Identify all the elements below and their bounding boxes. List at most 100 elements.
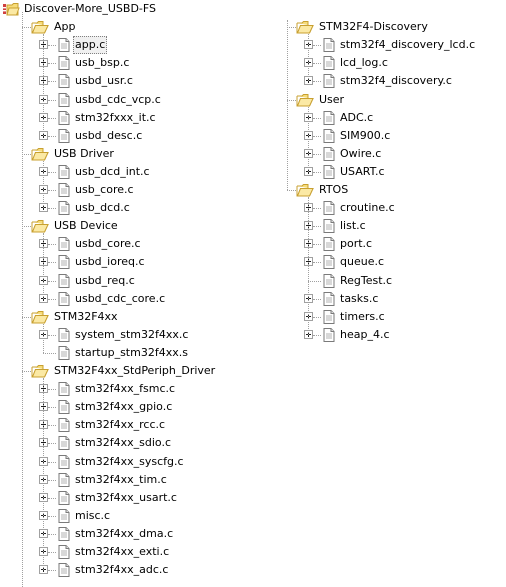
- file-name: heap_4.c: [340, 328, 390, 341]
- file-name: stm32f4xx_syscfg.c: [75, 455, 184, 468]
- tree-line: [43, 324, 44, 353]
- file-item[interactable]: app.c: [0, 36, 230, 54]
- tree-line: [48, 281, 56, 282]
- document-icon: [56, 128, 72, 144]
- file-name: stm32f4_discovery.c: [340, 74, 452, 87]
- group-user[interactable]: User: [265, 91, 495, 109]
- group-stm32f4-discovery[interactable]: STM32F4-Discovery: [265, 18, 495, 36]
- file-item[interactable]: lcd_log.c: [265, 54, 495, 72]
- tree-line: [48, 100, 56, 101]
- file-item[interactable]: usbd_core.c: [0, 235, 230, 253]
- document-icon: [56, 110, 72, 126]
- file-item[interactable]: startup_stm32f4xx.s: [0, 344, 230, 362]
- file-item[interactable]: usbd_cdc_core.c: [0, 290, 230, 308]
- file-item[interactable]: stm32f4xx_dma.c: [0, 525, 230, 543]
- file-item[interactable]: ADC.c: [265, 109, 495, 127]
- file-item[interactable]: stm32f4xx_tim.c: [0, 471, 230, 489]
- tree-line: [48, 208, 56, 209]
- file-item[interactable]: system_stm32f4xx.c: [0, 326, 230, 344]
- file-item[interactable]: croutine.c: [265, 199, 495, 217]
- group-label: STM32F4xx_StdPeriph_Driver: [54, 364, 216, 377]
- tree-line: [43, 161, 44, 208]
- tree-line: [48, 335, 56, 336]
- file-item[interactable]: stm32f4xx_usart.c: [0, 489, 230, 507]
- file-item[interactable]: USART.c: [265, 163, 495, 181]
- document-icon: [321, 146, 337, 162]
- open-folder-icon: [31, 309, 49, 325]
- file-name: usbd_desc.c: [75, 129, 143, 142]
- document-icon: [56, 182, 72, 198]
- file-name: lcd_log.c: [340, 56, 388, 69]
- file-item[interactable]: stm32f4xx_exti.c: [0, 543, 230, 561]
- tree-line: [48, 190, 56, 191]
- document-icon: [56, 526, 72, 542]
- file-item[interactable]: queue.c: [265, 253, 495, 271]
- tree-line: [48, 63, 56, 64]
- tree-line: [48, 136, 56, 137]
- group-rtos[interactable]: RTOS: [265, 181, 495, 199]
- document-icon: [56, 345, 72, 361]
- file-item[interactable]: port.c: [265, 235, 495, 253]
- file-item[interactable]: usb_dcd_int.c: [0, 163, 230, 181]
- file-item[interactable]: usb_bsp.c: [0, 54, 230, 72]
- group-label: User: [319, 93, 345, 106]
- open-folder-icon: [296, 92, 314, 108]
- file-item[interactable]: Owire.c: [265, 145, 495, 163]
- file-item[interactable]: heap_4.c: [265, 326, 495, 344]
- file-item[interactable]: stm32f4_discovery.c: [265, 72, 495, 90]
- tree-line: [308, 281, 321, 282]
- file-item[interactable]: RegTest.c: [265, 272, 495, 290]
- file-item[interactable]: usbd_req.c: [0, 272, 230, 290]
- file-item[interactable]: stm32fxxx_it.c: [0, 109, 230, 127]
- document-icon: [56, 164, 72, 180]
- tree-line: [308, 34, 309, 81]
- file-item[interactable]: usb_core.c: [0, 181, 230, 199]
- document-icon: [321, 236, 337, 252]
- file-name: croutine.c: [340, 201, 395, 214]
- tree-line: [313, 118, 321, 119]
- group-label: App: [54, 20, 76, 33]
- file-item[interactable]: stm32f4xx_fsmc.c: [0, 380, 230, 398]
- file-item[interactable]: usbd_cdc_vcp.c: [0, 91, 230, 109]
- file-item[interactable]: usbd_desc.c: [0, 127, 230, 145]
- file-item[interactable]: tasks.c: [265, 290, 495, 308]
- group-stm32f4xx-stdperiph-driver[interactable]: STM32F4xx_StdPeriph_Driver: [0, 362, 230, 380]
- file-name: tasks.c: [340, 292, 379, 305]
- document-icon: [56, 381, 72, 397]
- file-item[interactable]: stm32f4xx_adc.c: [0, 561, 230, 579]
- tree-line: [287, 20, 288, 190]
- file-item[interactable]: stm32f4xx_sdio.c: [0, 434, 230, 452]
- tree-line: [48, 516, 56, 517]
- file-item[interactable]: SIM900.c: [265, 127, 495, 145]
- file-item[interactable]: usbd_ioreq.c: [0, 253, 230, 271]
- tree-line: [48, 552, 56, 553]
- group-usb-device[interactable]: USB Device: [0, 217, 230, 235]
- group-app[interactable]: App: [0, 18, 230, 36]
- tree-line: [48, 172, 56, 173]
- file-item[interactable]: stm32f4xx_rcc.c: [0, 416, 230, 434]
- file-name: usbd_core.c: [75, 237, 141, 250]
- group-stm32f4xx[interactable]: STM32F4xx: [0, 308, 230, 326]
- document-icon: [56, 273, 72, 289]
- file-item[interactable]: list.c: [265, 217, 495, 235]
- open-folder-icon: [31, 363, 49, 379]
- file-item[interactable]: stm32f4_discovery_lcd.c: [265, 36, 495, 54]
- file-item[interactable]: misc.c: [0, 507, 230, 525]
- document-icon: [56, 454, 72, 470]
- file-name: Owire.c: [340, 147, 382, 160]
- file-item[interactable]: timers.c: [265, 308, 495, 326]
- document-icon: [321, 55, 337, 71]
- project-root[interactable]: Discover-More_USBD-FS: [0, 0, 240, 18]
- tree-line: [313, 136, 321, 137]
- file-item[interactable]: stm32f4xx_gpio.c: [0, 398, 230, 416]
- document-icon: [56, 562, 72, 578]
- file-item[interactable]: usbd_usr.c: [0, 72, 230, 90]
- tree-line: [48, 262, 56, 263]
- file-item[interactable]: stm32f4xx_syscfg.c: [0, 453, 230, 471]
- file-name: usbd_cdc_core.c: [75, 292, 166, 305]
- file-name: usb_dcd.c: [75, 201, 130, 214]
- group-usb-driver[interactable]: USB Driver: [0, 145, 230, 163]
- file-item[interactable]: usb_dcd.c: [0, 199, 230, 217]
- document-icon: [56, 37, 72, 53]
- tree-line: [313, 172, 321, 173]
